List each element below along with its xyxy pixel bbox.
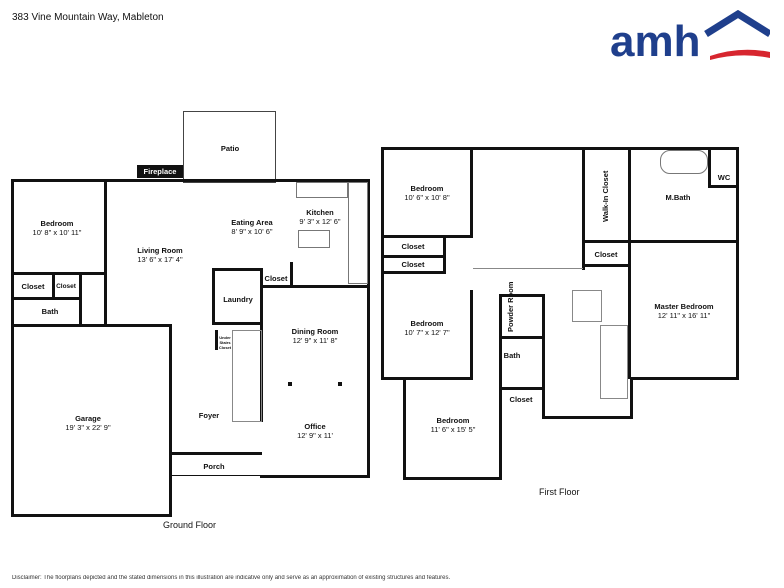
stair-outline (600, 325, 628, 399)
walk-in-closet-label: Walk-In Closet (601, 170, 610, 222)
wall (169, 324, 172, 346)
closet-label: Closet (509, 395, 533, 404)
kitchen-counter (348, 182, 368, 284)
wall (470, 147, 473, 237)
wall (470, 290, 473, 380)
patio-outline (183, 111, 276, 183)
logo-text: amh (610, 17, 700, 66)
house-roof-icon (704, 10, 770, 37)
swoosh-icon (710, 49, 770, 60)
wall (212, 322, 262, 325)
ground-floor-title: Ground Floor (163, 520, 217, 530)
porch-label: Porch (203, 462, 225, 471)
wall (630, 377, 739, 380)
wc-label: WC (717, 173, 731, 182)
m-bath-label: M.Bath (665, 193, 691, 202)
loft-rail (473, 268, 583, 269)
wall (381, 377, 473, 380)
wall (499, 416, 502, 480)
stair-outline (572, 290, 602, 322)
wall (11, 297, 81, 300)
closet-label: Closet (21, 282, 45, 291)
wall (172, 452, 262, 455)
wall (582, 240, 739, 243)
wall (212, 268, 262, 271)
wall (628, 147, 631, 242)
closet-label: Closet (594, 250, 618, 259)
wall (212, 268, 215, 324)
wall (499, 336, 545, 339)
closet-label: Closet (401, 260, 425, 269)
wall (169, 326, 172, 517)
wall (52, 272, 55, 300)
wall (381, 235, 473, 238)
wall (381, 271, 445, 274)
wall (381, 147, 384, 379)
amh-logo: amh (610, 10, 770, 66)
wall (290, 262, 293, 288)
wall (381, 255, 445, 258)
first-floor-title: First Floor (539, 487, 580, 497)
wall (104, 182, 107, 326)
patio-label: Patio (220, 144, 240, 153)
column (288, 382, 292, 386)
fireplace-label: Fireplace (137, 165, 183, 178)
wall (11, 324, 172, 327)
laundry-label: Laundry (223, 295, 253, 304)
bath-label: Bath (503, 351, 521, 360)
closet-label: Closet (264, 274, 288, 283)
wall (628, 243, 631, 379)
bath-label: Bath (41, 307, 59, 316)
wall (403, 477, 502, 480)
wall (708, 147, 711, 187)
wall (260, 475, 370, 478)
wall (499, 387, 545, 390)
property-address: 383 Vine Mountain Way, Mableton (12, 12, 164, 23)
wall (381, 147, 738, 150)
wall (499, 294, 502, 418)
wall (11, 179, 370, 182)
wall (172, 475, 262, 476)
wall (708, 185, 739, 188)
wall (11, 272, 107, 275)
powder-room-label: Powder Room (506, 281, 515, 332)
closet-label: Closet (56, 283, 76, 290)
bathtub (660, 150, 708, 174)
kitchen-counter (296, 182, 348, 198)
wall (630, 377, 633, 419)
wall (582, 147, 585, 270)
wall (11, 514, 171, 517)
kitchen-island (298, 230, 330, 248)
closet-label: Closet (401, 242, 425, 251)
wall (542, 294, 545, 418)
wall (11, 179, 14, 517)
wall (403, 377, 406, 479)
wall (582, 264, 631, 267)
wall (542, 416, 632, 419)
disclaimer-text: Disclaimer: The floorplans depicted and … (12, 575, 451, 581)
column (338, 382, 342, 386)
wall (443, 238, 446, 274)
foyer-label: Foyer (198, 411, 220, 420)
wall (262, 285, 370, 288)
under-stairs-label: Under Stairs Closet (218, 335, 232, 350)
wall (736, 147, 739, 379)
wall (215, 330, 218, 350)
wall (367, 179, 370, 477)
wall (79, 272, 82, 326)
stair-outline (232, 330, 262, 422)
wall (499, 294, 544, 297)
